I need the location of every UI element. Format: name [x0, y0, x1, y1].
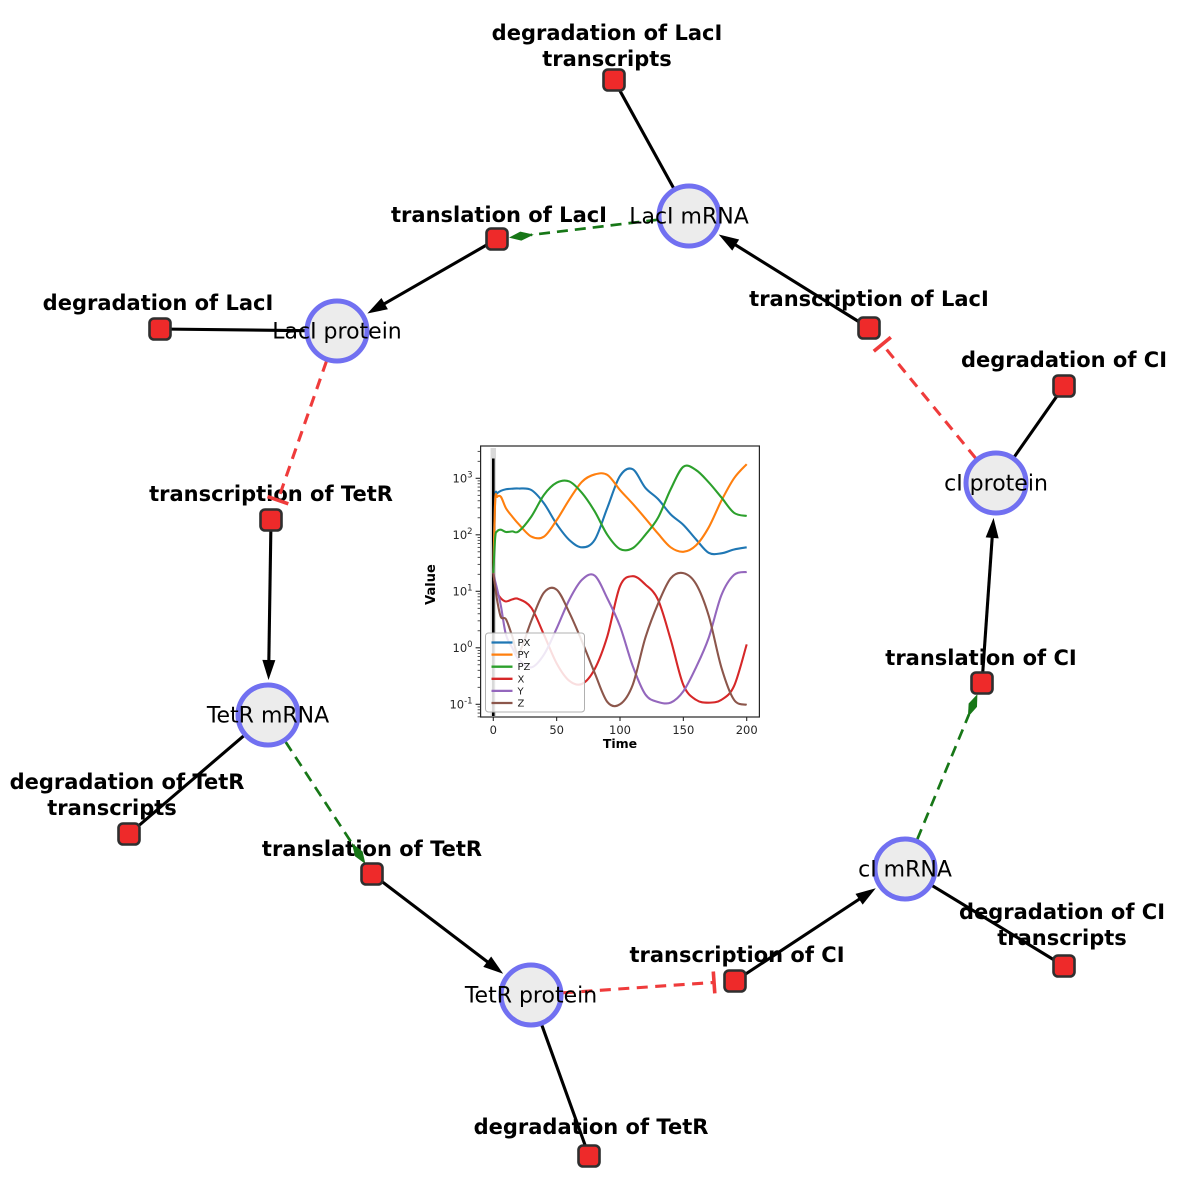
- edge-line: [381, 237, 498, 307]
- series-Z: [492, 571, 748, 708]
- x-axis-label: Time: [603, 736, 637, 751]
- edge-line: [881, 343, 977, 460]
- edge-line: [734, 896, 863, 983]
- reaction-label-transcription-laci: transcription of LacI: [749, 287, 989, 311]
- edge-line: [371, 872, 491, 965]
- series-PY: [492, 463, 748, 574]
- arrowhead: [262, 659, 276, 681]
- edge-line: [915, 713, 971, 840]
- modifier-arrowhead: [508, 231, 534, 241]
- species-node-laci-protein: [304, 298, 370, 364]
- modifier-arrowhead: [967, 694, 978, 718]
- legend-label: PZ: [518, 662, 531, 673]
- y-axis-label: Value: [424, 564, 439, 605]
- legend-label: Z: [518, 699, 525, 710]
- series-PX: [492, 467, 747, 574]
- edge-line: [530, 218, 658, 237]
- species-node-ci-protein: [963, 450, 1029, 516]
- reaction-label-deg-laci: degradation of LacI: [43, 291, 274, 315]
- arrowhead: [367, 297, 388, 314]
- edge-line: [267, 519, 273, 664]
- x-tick-label: 200: [736, 723, 758, 737]
- species-node-ci-mrna: [872, 836, 938, 902]
- reaction-node-deg-tetr-tx: [117, 822, 141, 846]
- reaction-node-translation-ci: [970, 671, 994, 695]
- arrowhead: [718, 234, 740, 251]
- species-nodes-layer: [235, 183, 1029, 1028]
- reaction-label-deg-tetr: degradation of TetR: [474, 1115, 709, 1139]
- reaction-label-translation-tetr: translation of TetR: [262, 837, 482, 861]
- y-tick-label: 103: [453, 470, 473, 485]
- arrowhead: [855, 888, 876, 905]
- reaction-label-transcription-tetr: transcription of TetR: [149, 482, 393, 506]
- reaction-node-translation-laci: [485, 227, 509, 251]
- edge-line: [276, 360, 328, 501]
- y-tick-label: 101: [453, 583, 473, 598]
- species-label-tetr-mrna: TetR mRNA: [206, 704, 329, 729]
- edge-line: [612, 79, 676, 190]
- y-tick-label: 102: [453, 527, 473, 542]
- edge-line: [980, 534, 994, 684]
- reaction-node-deg-ci: [1052, 374, 1076, 398]
- arrowhead: [483, 956, 504, 974]
- edge-line: [732, 242, 870, 330]
- legend-label: X: [518, 674, 525, 685]
- reaction-node-transcription-tetr: [259, 508, 283, 532]
- reaction-node-deg-laci-tx: [602, 68, 626, 92]
- edge-line: [1012, 385, 1066, 459]
- reaction-label-translation-ci: translation of CI: [885, 646, 1076, 670]
- arrowhead: [985, 517, 999, 539]
- modifier-arrowhead: [351, 843, 366, 864]
- reaction-node-deg-laci: [148, 317, 172, 341]
- x-tick-label: 50: [549, 723, 564, 737]
- species-node-laci-mrna: [656, 183, 722, 249]
- species-node-tetr-mrna: [235, 682, 301, 748]
- species-label-tetr-protein: TetR protein: [464, 984, 597, 1009]
- edge-line: [266, 494, 289, 506]
- series-PZ: [492, 464, 747, 574]
- x-tick-label: 150: [672, 723, 694, 737]
- x-tick-label: 100: [609, 723, 631, 737]
- edge-line: [127, 733, 246, 836]
- reaction-node-translation-tetr: [360, 862, 384, 886]
- edge-line: [540, 1023, 591, 1157]
- legend-label: Y: [517, 686, 525, 697]
- species-label-ci-mrna: cI mRNA: [858, 858, 952, 883]
- reaction-node-transcription-ci: [723, 969, 747, 993]
- reaction-node-transcription-laci: [857, 316, 881, 340]
- legend-box: [485, 632, 585, 713]
- species-label-ci-protein: cI protein: [944, 472, 1048, 497]
- species-node-tetr-protein: [498, 962, 564, 1028]
- y-tick-label: 100: [453, 640, 473, 655]
- reaction-label-transcription-ci: transcription of CI: [629, 943, 844, 967]
- reaction-label-translation-laci: translation of LacI: [391, 203, 607, 227]
- reaction-label-deg-ci: degradation of CI: [961, 348, 1167, 372]
- legend-label: PY: [518, 650, 531, 661]
- edge-line: [159, 327, 307, 333]
- edge-line: [284, 741, 355, 847]
- species-label-laci-protein: LacI protein: [272, 320, 402, 345]
- x-tick-label: 0: [490, 723, 497, 737]
- legend-label: PX: [518, 638, 531, 649]
- edge-line: [872, 335, 892, 353]
- reaction-node-deg-ci-tx: [1052, 954, 1076, 978]
- edge-line: [930, 883, 1065, 968]
- series-X: [492, 572, 748, 704]
- edge-line: [562, 980, 715, 995]
- reaction-nodes-layer: [117, 68, 1076, 1168]
- y-tick-label: 10-1: [449, 696, 472, 711]
- edges-layer: [127, 79, 1066, 1157]
- edge-line: [711, 971, 717, 994]
- species-label-laci-mrna: LacI mRNA: [629, 205, 749, 230]
- reaction-node-deg-tetr: [577, 1144, 601, 1168]
